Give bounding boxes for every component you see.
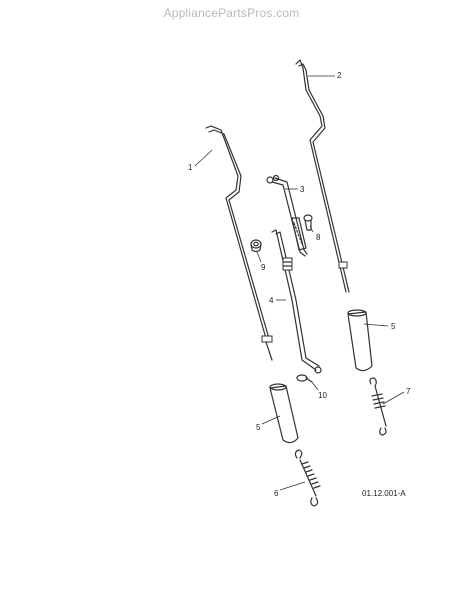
callout-6: 6: [274, 489, 279, 498]
callout-5-left: 5: [256, 423, 261, 432]
drawing-code: 01.12.001-A: [362, 489, 406, 498]
site-watermark: AppliancePartsPros.com: [163, 6, 300, 20]
leader-6: [279, 481, 306, 491]
control-rod-part-1: [205, 125, 273, 361]
pin-part-8: [303, 214, 313, 231]
leader-5a: [363, 323, 389, 327]
callout-1: 1: [188, 163, 193, 172]
link-bracket-part-3: [266, 174, 308, 257]
grip-sleeve-part-5-right: [347, 309, 373, 372]
hairpin-part-10: [296, 374, 313, 383]
link-rod-part-4: [271, 229, 322, 374]
spring-part-6: [294, 449, 321, 507]
callout-7: 7: [406, 387, 411, 396]
leader-1: [194, 149, 213, 167]
grip-sleeve-part-5-left: [269, 383, 299, 444]
callout-5-right: 5: [391, 322, 396, 331]
leader-5b: [261, 415, 281, 425]
control-rod-part-2: [295, 59, 350, 293]
callout-4: 4: [269, 296, 274, 305]
callout-2: 2: [337, 71, 342, 80]
spring-part-7: [369, 377, 387, 436]
callout-9: 9: [261, 263, 266, 272]
nut-part-9: [250, 239, 262, 253]
leader-8: [309, 225, 314, 233]
leader-9: [256, 251, 262, 263]
leader-7: [382, 391, 405, 405]
callout-10: 10: [318, 391, 327, 400]
leader-10: [311, 381, 319, 391]
callout-3: 3: [300, 185, 305, 194]
callout-8: 8: [316, 233, 321, 242]
